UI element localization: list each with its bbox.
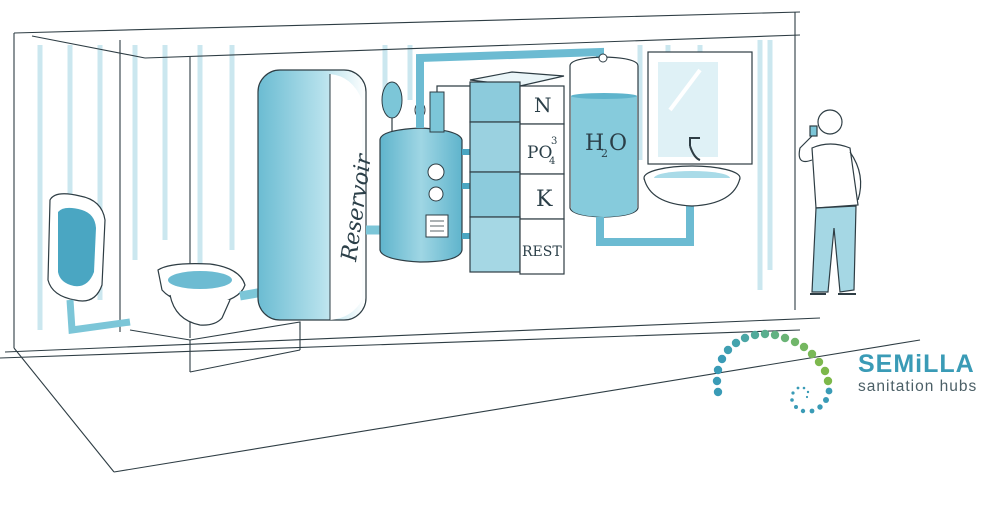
- semilla-logo-text: SEMiLLA sanitation hubs: [858, 352, 977, 395]
- person-drinking: [798, 109, 862, 295]
- svg-text:H: H: [585, 131, 604, 156]
- semilla-spiral-logo: [712, 329, 833, 414]
- rest-label: REST: [522, 244, 562, 260]
- phosphate-label: PO 4 3: [527, 136, 557, 167]
- nutrient-stack: [469, 71, 565, 275]
- pressure-vessel: [381, 81, 403, 138]
- potassium-label: K: [536, 187, 553, 212]
- sink: [643, 137, 741, 207]
- svg-text:3: 3: [551, 136, 557, 147]
- svg-text:4: 4: [549, 156, 555, 167]
- clean-water-tank: [569, 53, 639, 218]
- svg-text:2: 2: [601, 147, 608, 160]
- nitrogen-label: N: [534, 93, 552, 117]
- reservoir-tank: Reservoir: [257, 69, 377, 321]
- svg-text:O: O: [609, 131, 627, 156]
- urinal: [47, 193, 131, 334]
- sink-supply-pipe: [596, 205, 694, 246]
- logo-tagline: sanitation hubs: [858, 378, 978, 395]
- gauge-icon: [427, 163, 445, 181]
- mirror: [647, 51, 753, 165]
- svg-text:PO: PO: [527, 143, 552, 163]
- water-label: H 2 O: [585, 131, 627, 160]
- room-outline: [0, 11, 921, 473]
- gauge-icon: [428, 186, 444, 202]
- logo-name: SEMiLLA: [858, 350, 975, 378]
